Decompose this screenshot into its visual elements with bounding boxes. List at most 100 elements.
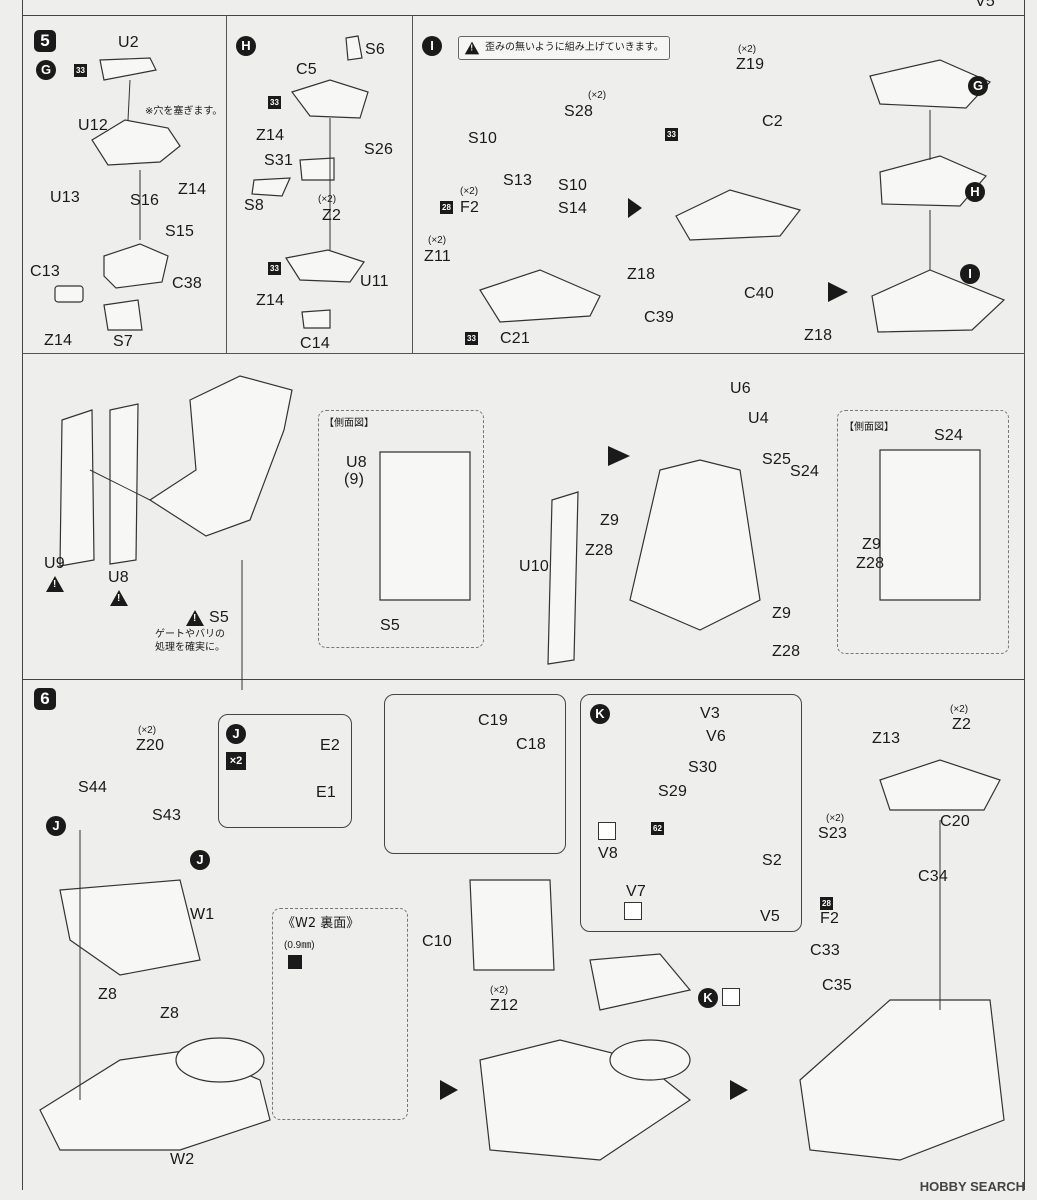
part-label: S6 <box>365 41 385 58</box>
warning-icon: ! <box>464 41 480 55</box>
part-label: Z11 <box>424 248 451 265</box>
badge-j: J <box>226 724 246 744</box>
part-label: Z28 <box>772 643 801 660</box>
part-label: Z28 <box>585 542 614 559</box>
sub-panel-k <box>580 694 802 932</box>
part-label: Z14 <box>256 127 285 144</box>
part-label: U4 <box>748 410 769 427</box>
note: ゲートやバリの処理を確実に。 <box>155 629 225 653</box>
part-label: S2 <box>762 852 782 869</box>
part-label: Z2 <box>322 207 342 224</box>
part-label: Z9 <box>862 536 882 553</box>
part-label: V7 <box>626 883 646 900</box>
part-label: C39 <box>644 309 674 326</box>
part-label: U8 <box>108 569 129 586</box>
part-label: S30 <box>688 759 718 776</box>
warning-text: 歪みの無いように組み上げていきます。 <box>485 42 664 53</box>
part-label: S5 <box>380 617 400 634</box>
divider-h-i <box>412 15 413 353</box>
part-label: S24 <box>934 427 964 444</box>
warning-icon: ! <box>46 576 64 592</box>
quantity: (×2) <box>318 194 337 205</box>
part-label: (9) <box>344 471 365 488</box>
w2-back-title: 《W2 裏面》 <box>282 916 360 931</box>
part-label: S15 <box>165 223 195 240</box>
multiplier-badge: ×2 <box>226 752 246 770</box>
part-label: S14 <box>558 200 588 217</box>
part-label: Z20 <box>136 737 165 754</box>
part-label: U9 <box>44 555 65 572</box>
quantity: (×2) <box>588 90 607 101</box>
part-label: U10 <box>519 558 549 575</box>
part-label: C21 <box>500 330 530 347</box>
part-label: U12 <box>78 117 108 134</box>
part-label: S13 <box>503 172 533 189</box>
part-label: U6 <box>730 380 751 397</box>
side-view-title: 【側面図】 <box>324 418 374 429</box>
badge-k: K <box>590 704 610 724</box>
part-label: S8 <box>244 197 264 214</box>
paint-code: 33 <box>665 128 678 141</box>
quantity: (×2) <box>460 186 479 197</box>
part-label: V3 <box>700 705 720 722</box>
side-view-box <box>318 410 484 648</box>
part-label: Z14 <box>44 332 73 349</box>
part-label: E2 <box>320 737 340 754</box>
part-label: Z9 <box>600 512 620 529</box>
paint-code: 33 <box>268 96 281 109</box>
part-label: S29 <box>658 783 688 800</box>
paint-code: 33 <box>465 332 478 345</box>
part-label: U11 <box>360 273 389 290</box>
cut-icon <box>722 988 740 1006</box>
badge-h: H <box>236 36 256 56</box>
divider-g-h <box>226 15 227 353</box>
step-number: 5 <box>34 30 56 52</box>
top-right-label: V5 <box>975 0 995 10</box>
quantity: (×2) <box>826 813 845 824</box>
quantity: (×2) <box>950 704 969 715</box>
part-label: S43 <box>152 807 182 824</box>
part-label: C33 <box>810 942 840 959</box>
badge-k: K <box>698 988 718 1008</box>
part-label: U13 <box>50 189 80 206</box>
paint-code: 33 <box>74 64 87 77</box>
part-label: S31 <box>264 152 294 169</box>
part-label: Z14 <box>256 292 285 309</box>
part-label: Z18 <box>804 327 833 344</box>
side-view-box <box>837 410 1009 654</box>
part-label: S28 <box>564 103 594 120</box>
part-label: C14 <box>300 335 330 352</box>
part-label: C40 <box>744 285 774 302</box>
note: ※穴を塞ぎます。 <box>145 106 223 117</box>
part-label: C10 <box>422 933 452 950</box>
part-label: Z14 <box>178 181 207 198</box>
drill-icon <box>288 955 302 969</box>
quantity: (×2) <box>428 235 447 246</box>
sub-panel-tower <box>384 694 566 854</box>
part-label: S7 <box>113 333 133 350</box>
cut-icon <box>624 902 642 920</box>
part-label: F2 <box>460 199 480 216</box>
part-label: S10 <box>558 177 588 194</box>
part-label: C20 <box>940 813 970 830</box>
part-label: Z12 <box>490 997 519 1014</box>
part-label: Z2 <box>952 716 972 733</box>
part-label: Z9 <box>772 605 792 622</box>
badge-i: I <box>422 36 442 56</box>
divider-mid <box>22 353 1025 354</box>
paint-code: 33 <box>268 262 281 275</box>
watermark: HOBBY SEARCH <box>919 1179 1025 1194</box>
part-label: C19 <box>478 712 508 729</box>
quantity: (×2) <box>138 725 157 736</box>
w2-back-box <box>272 908 408 1120</box>
part-label: V8 <box>598 845 618 862</box>
part-label: C38 <box>172 275 202 292</box>
side-view-title: 【側面図】 <box>844 422 894 433</box>
quantity: (×2) <box>490 985 509 996</box>
part-label: Z8 <box>160 1005 180 1022</box>
part-label: E1 <box>316 784 336 801</box>
part-label: S26 <box>364 141 394 158</box>
part-label: S24 <box>790 463 820 480</box>
top-divider <box>22 15 1025 16</box>
